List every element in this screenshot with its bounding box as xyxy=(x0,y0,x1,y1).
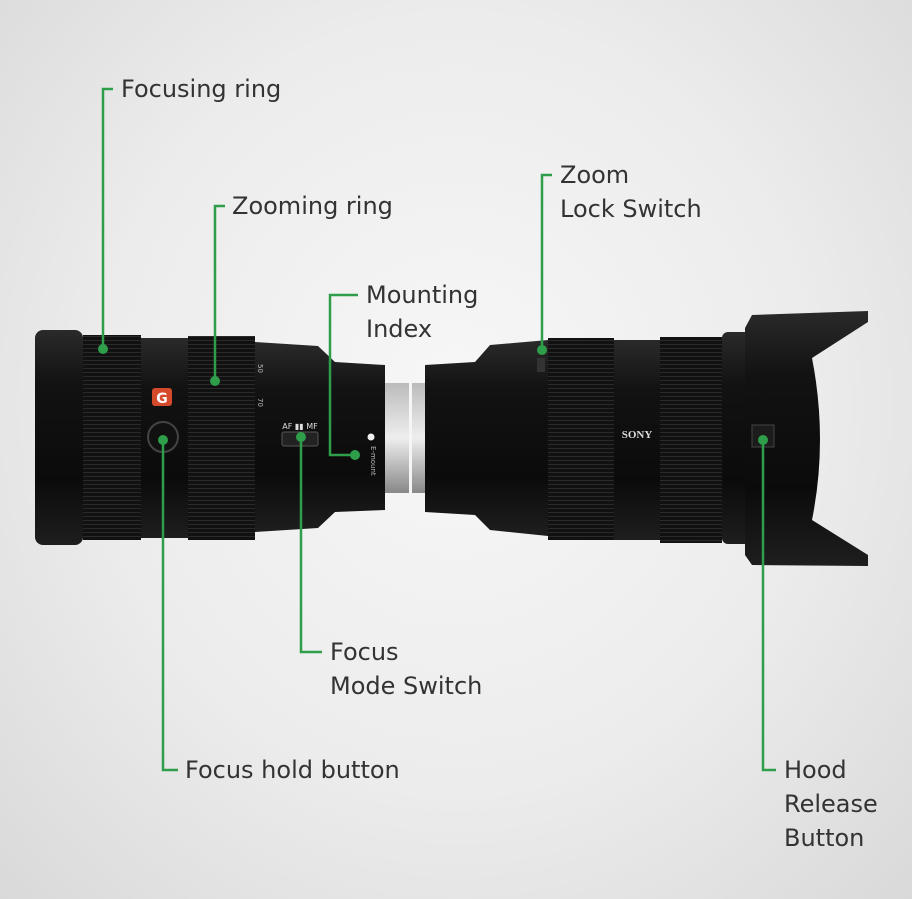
zoom-mark-70: 70 xyxy=(256,398,264,407)
g-badge xyxy=(152,388,172,406)
label-line: Button xyxy=(784,824,865,852)
label-line: Mounting xyxy=(366,281,479,309)
zoom-mark-50: 50 xyxy=(256,364,264,373)
label-focusing-ring: Focusing ring xyxy=(121,75,282,103)
label-line: Zoom xyxy=(560,161,630,189)
leader-dots xyxy=(98,344,768,460)
label-focus-mode-switch: Focus Mode Switch xyxy=(330,635,482,703)
g-badge-text: G xyxy=(156,391,168,407)
focusing-ring xyxy=(83,335,141,540)
lens-right: SONY xyxy=(412,311,868,566)
label-line: Mode Switch xyxy=(330,672,483,700)
label-line: Lock Switch xyxy=(560,195,702,223)
label-line: Hood xyxy=(784,756,847,784)
mounting-index-dot xyxy=(367,433,375,441)
label-focus-hold-button: Focus hold button xyxy=(185,756,400,784)
mount-text: E-mount xyxy=(369,446,377,476)
label-line: Index xyxy=(366,315,433,343)
zoom-lock-switch xyxy=(537,358,545,372)
sony-logo: SONY xyxy=(622,429,653,441)
label-zooming-ring: Zooming ring xyxy=(232,192,393,220)
switch-text: AF ▮▮ MF xyxy=(282,422,318,431)
label-hood-release-button: Hood Release Button xyxy=(784,753,878,855)
label-line: Focus xyxy=(330,638,399,666)
label-zoom-lock-switch: Zoom Lock Switch xyxy=(560,158,702,226)
label-line: Release xyxy=(784,790,878,818)
lens-hood xyxy=(745,311,868,566)
label-mounting-index: Mounting Index xyxy=(366,278,478,346)
mount-left xyxy=(385,383,409,493)
leader-lines xyxy=(101,87,776,772)
lens-left: G AF ▮▮ MF 50 70 E-mount xyxy=(35,330,409,545)
zooming-ring xyxy=(188,336,255,540)
mount-right xyxy=(412,383,428,493)
